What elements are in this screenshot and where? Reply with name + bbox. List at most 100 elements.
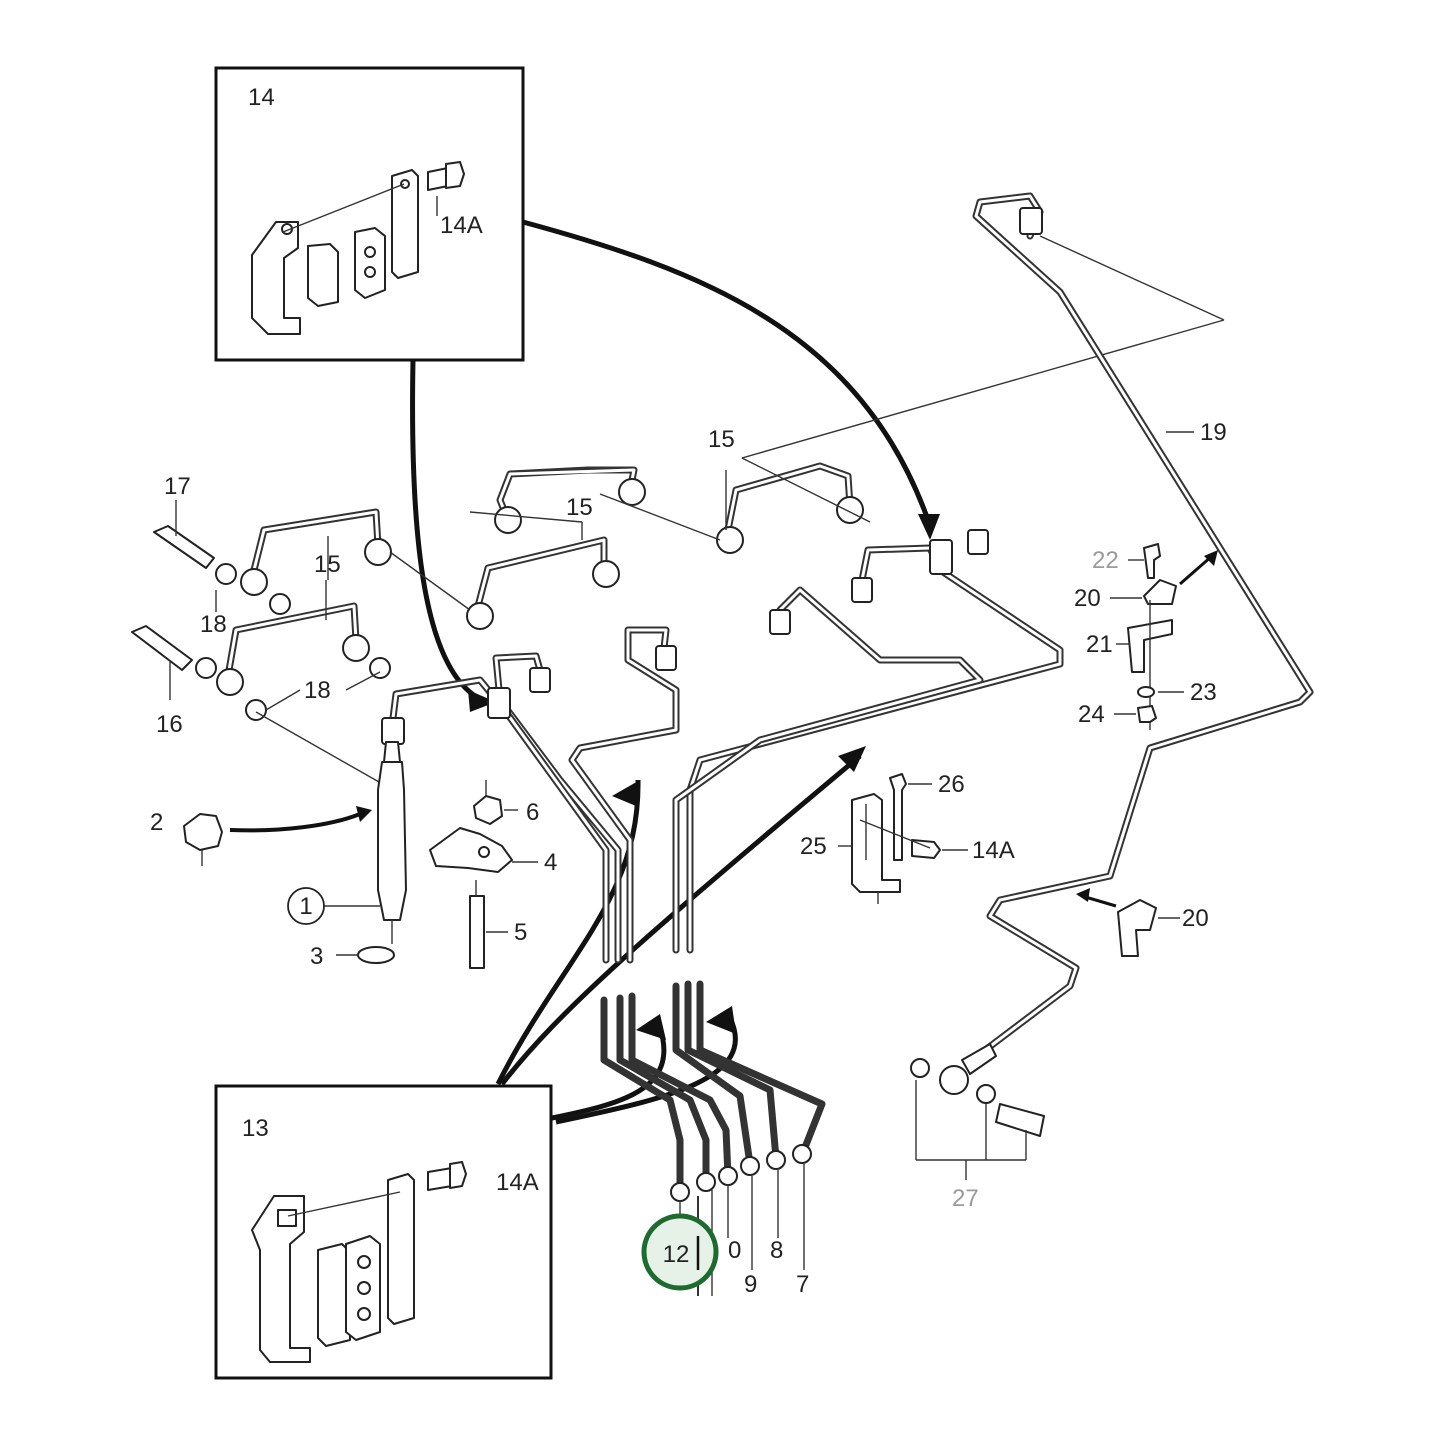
label-20: 20 [1182,905,1209,932]
arrow-head [636,1014,666,1040]
injector-clamp [429,827,513,873]
leader-line [469,511,583,523]
label-15: 15 [708,426,735,453]
clamp-block-part [354,227,386,299]
seal-part [183,813,223,851]
inset-13: 13 14A [214,1084,553,1380]
banjo-bolt [131,625,193,671]
bracket-tab [277,1209,297,1227]
label-25: 25 [800,833,827,860]
clamp-block-part [307,243,339,307]
label-20: 20 [1074,585,1101,612]
stud-part [469,895,485,969]
label-7: 7 [796,1271,809,1298]
clamp-block-part [317,1243,351,1347]
clip-20 [1117,899,1157,957]
washer [195,657,217,679]
pipe-nut [696,1172,716,1192]
label-27: 27 [952,1185,979,1212]
banjo-fitting [240,568,268,596]
washer [910,1058,930,1078]
banjo-fitting [592,560,620,588]
injection-pipe [684,980,780,1162]
highlighted-part-12[interactable]: 12 [641,1213,719,1291]
leader-line [741,319,1225,459]
banjo-fitting [939,1065,969,1095]
injector-body [377,761,407,921]
injection-pipe [628,992,732,1180]
washer [245,699,267,721]
clip-group [1110,543,1218,730]
callout-arrow [555,1016,738,1125]
arrow-head [468,690,496,712]
arrow-head [612,780,640,806]
bolt-head [445,161,465,189]
leader-line [599,493,721,541]
callout-arrow [522,219,931,521]
label-24: 24 [1078,701,1105,728]
clamp-groove [364,266,376,278]
injector-top [383,741,401,763]
banjo-bolt [995,1103,1045,1137]
pipe-clamp [929,539,953,575]
clamp-plate-part [387,1173,415,1325]
pipe-highlight [974,194,1312,1056]
arrow-head [918,514,940,540]
injection-pipes [381,529,1064,1202]
callout-arrow [551,1027,667,1121]
label-18: 18 [304,677,331,704]
pipe-nut [718,1166,738,1186]
label-14A: 14A [972,837,1015,864]
callout-arrow [410,359,484,703]
label-17: 17 [164,473,191,500]
label-15: 15 [566,494,593,521]
leader-line [741,457,871,523]
label-9: 9 [744,1271,757,1298]
label-2: 2 [150,809,163,836]
bolt-head [449,1161,467,1189]
pipe-nut [851,577,873,603]
label-8: 8 [770,1237,783,1264]
pipe-end [961,1043,997,1075]
bolt-shank [427,1167,453,1191]
bracket-21 [1127,619,1173,673]
banjo-fitting [494,506,522,534]
banjo-fitting [716,526,744,554]
injection-pipe [672,586,984,954]
pipe-highlight [570,628,678,962]
pipe-highlight [476,538,606,608]
label-12: 12 [663,1241,690,1268]
label-6: 6 [526,799,539,826]
label-19: 19 [1200,419,1227,446]
clamp-plate-part [391,169,419,279]
label-3: 3 [310,943,323,970]
leak-off-pipe [474,536,608,610]
pipe-nut [670,1182,690,1202]
washer [369,657,391,679]
pipe-nut [529,667,551,693]
pipe-nut [1019,207,1043,235]
pipe-nut [655,645,677,671]
banjo-fitting [618,478,646,506]
arrow-head [1204,550,1218,566]
washer [976,1084,996,1104]
assembly-line [282,183,405,233]
nut-part [473,795,503,825]
pipe-nut [967,529,989,555]
clamp-groove [357,1307,371,1321]
clamp-hole [478,846,490,858]
label-18: 18 [200,611,227,638]
label-22: 22 [1092,547,1119,574]
leader-line [1039,235,1225,321]
label-5: 5 [514,919,527,946]
label-21: 21 [1086,631,1113,658]
arrow-head [706,1006,736,1034]
pipe-highlight [860,546,932,582]
washer [215,563,237,585]
label-10: 0 [728,1237,741,1264]
part-number-labels: 15 15 15 15 17 18 18 16 2 6 4 5 3 1 19 2… [150,419,1227,1298]
injection-pipe [388,676,610,964]
return-pipe-19 [910,192,1314,1180]
bracket-part [251,221,301,335]
bracket-assembly [838,773,968,904]
